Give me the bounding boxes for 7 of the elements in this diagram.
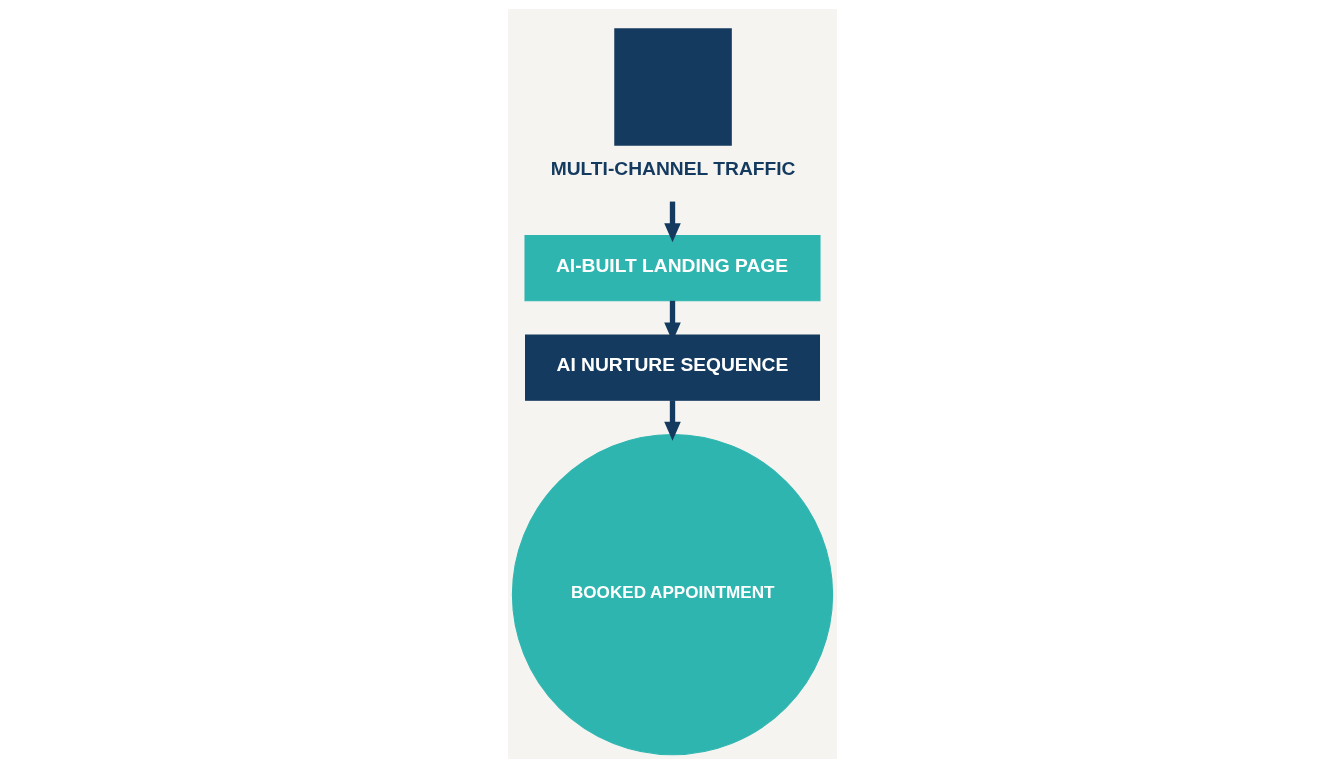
arrow [663, 201, 681, 243]
node-circle: BOOKED APPOINTMENT [511, 433, 833, 756]
node-box [613, 28, 732, 146]
node-box: AI-BUILT LANDING PAGE [523, 235, 821, 302]
node-box: AI NURTURE SEQUENCE [524, 334, 820, 401]
arrow [663, 400, 681, 441]
node-label: MULTI-CHANNEL TRAFFIC [550, 158, 795, 180]
